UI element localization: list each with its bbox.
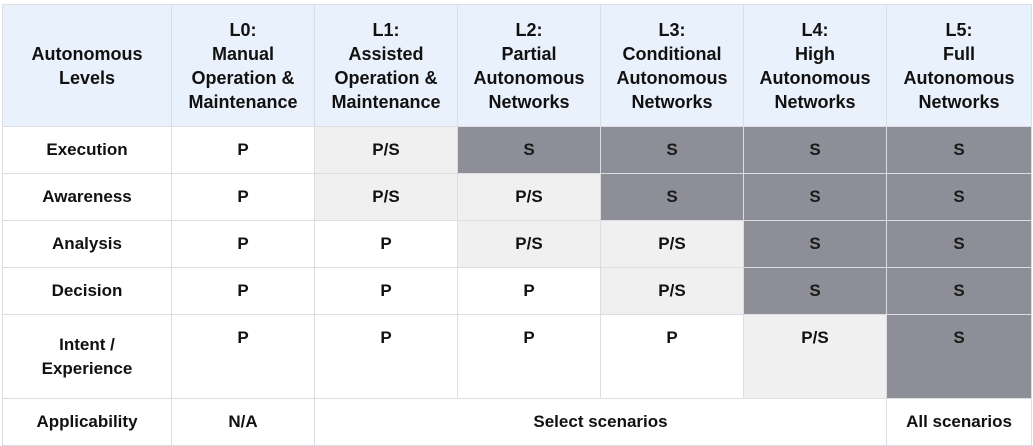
level-cell: P — [314, 314, 458, 399]
applicability-l1-l4: Select scenarios — [314, 398, 887, 446]
level-cell: S — [743, 220, 887, 268]
level-header-l5: L5: Full Autonomous Networks — [886, 4, 1032, 127]
row-label-line: Awareness — [42, 187, 132, 206]
level-header-line: Networks — [631, 91, 713, 112]
row-label: Awareness — [2, 173, 172, 221]
level-header-l0: L0: Manual Operation & Maintenance — [171, 4, 315, 127]
level-cell: S — [886, 314, 1032, 399]
level-cell: P/S — [314, 173, 458, 221]
level-header-l2: L2: Partial Autonomous Networks — [457, 4, 601, 127]
level-header-line: Conditional — [622, 43, 722, 64]
level-header-line: Autonomous — [473, 67, 585, 88]
level-cell: S — [886, 267, 1032, 315]
applicability-l5: All scenarios — [886, 398, 1032, 446]
level-header-l4: L4: High Autonomous Networks — [743, 4, 887, 127]
level-cell: P/S — [457, 173, 601, 221]
level-header-line: L5: — [945, 19, 973, 40]
level-cell: P/S — [600, 267, 744, 315]
level-cell: S — [743, 173, 887, 221]
level-header-line: Networks — [774, 91, 856, 112]
row-label-line: Analysis — [52, 234, 122, 253]
level-cell: S — [886, 220, 1032, 268]
level-header-line: L3: — [658, 19, 686, 40]
row-label-line: Intent / — [59, 334, 115, 354]
level-header-line: Manual — [211, 43, 274, 64]
level-header-line: Autonomous — [616, 67, 728, 88]
level-cell: P — [171, 126, 315, 174]
level-header-line: Full — [943, 43, 975, 64]
level-header-line: Autonomous — [759, 67, 871, 88]
level-header-line: Maintenance — [331, 91, 441, 112]
row-label: Execution — [2, 126, 172, 174]
row-label: Analysis — [2, 220, 172, 268]
level-header-line: Operation & — [191, 67, 295, 88]
level-header-line: Networks — [918, 91, 1000, 112]
corner-header-line: Autonomous — [31, 43, 143, 64]
level-cell: P/S — [600, 220, 744, 268]
level-cell: P — [314, 267, 458, 315]
row-label-line: Execution — [46, 140, 128, 159]
level-cell: P — [171, 267, 315, 315]
header-row: Autonomous Levels L0: Manual Operation &… — [2, 4, 1032, 127]
level-cell: P — [457, 314, 601, 399]
corner-header-line: Levels — [58, 67, 116, 88]
level-header-line: L0: — [229, 19, 257, 40]
level-cell: S — [886, 173, 1032, 221]
level-header-line: Networks — [488, 91, 570, 112]
row-label-line: Experience — [41, 358, 133, 378]
row-label: Intent / Experience — [2, 314, 172, 399]
level-cell: P — [171, 173, 315, 221]
level-cell: P — [600, 314, 744, 399]
level-cell: P/S — [314, 126, 458, 174]
level-header-line: Maintenance — [188, 91, 298, 112]
level-header-l1: L1: Assisted Operation & Maintenance — [314, 4, 458, 127]
level-cell: S — [600, 173, 744, 221]
table-header: Autonomous Levels L0: Manual Operation &… — [2, 4, 1032, 127]
level-header-line: High — [795, 43, 835, 64]
level-cell: S — [886, 126, 1032, 174]
applicability-label: Applicability — [2, 398, 172, 446]
level-header-line: Partial — [501, 43, 557, 64]
level-cell: P — [171, 220, 315, 268]
row-label: Decision — [2, 267, 172, 315]
level-header-line: Autonomous — [903, 67, 1015, 88]
corner-header: Autonomous Levels — [2, 4, 172, 127]
level-cell: S — [600, 126, 744, 174]
level-cell: S — [743, 126, 887, 174]
level-header-l3: L3: Conditional Autonomous Networks — [600, 4, 744, 127]
level-header-line: Operation & — [334, 67, 438, 88]
level-cell: P — [314, 220, 458, 268]
autonomous-levels-table: Autonomous Levels L0: Manual Operation &… — [2, 4, 1032, 446]
level-cell: P/S — [743, 314, 887, 399]
level-header-line: L1: — [372, 19, 400, 40]
level-header-line: Assisted — [348, 43, 424, 64]
level-cell: S — [457, 126, 601, 174]
level-cell: S — [743, 267, 887, 315]
applicability-row: Applicability N/A Select scenarios All s… — [2, 398, 1032, 446]
row-label-line: Decision — [51, 281, 123, 300]
level-header-line: L2: — [515, 19, 543, 40]
level-header-line: L4: — [801, 19, 829, 40]
level-cell: P — [171, 314, 315, 399]
applicability-l0: N/A — [171, 398, 315, 446]
level-cell: P — [457, 267, 601, 315]
level-cell: P/S — [457, 220, 601, 268]
